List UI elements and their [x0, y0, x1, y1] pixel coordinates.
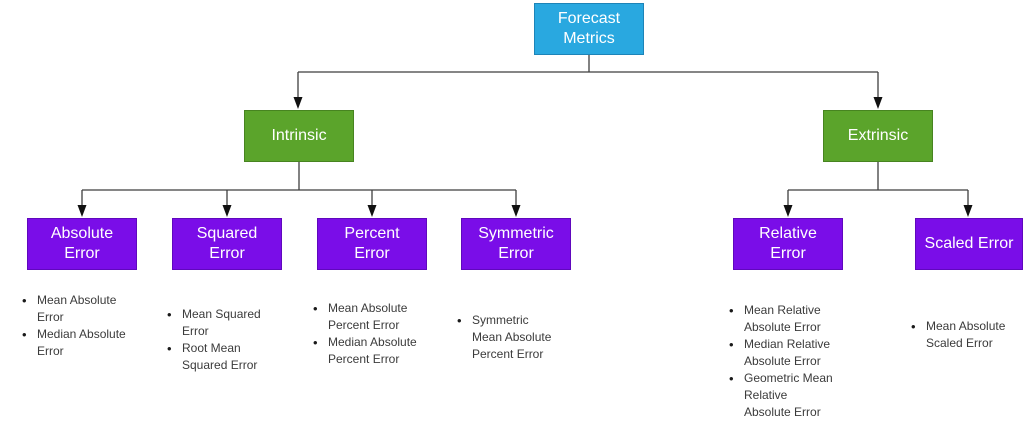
list-scaled-error: Mean Absolute Scaled Error: [911, 318, 1016, 352]
node-label: Intrinsic: [271, 127, 327, 144]
list-symmetric-error: Symmetric Mean Absolute Percent Error: [457, 312, 562, 363]
node-label: Forecast Metrics: [557, 10, 621, 47]
list-item: Mean Absolute Scaled Error: [911, 318, 1016, 352]
list-item: Mean Absolute Percent Error: [313, 300, 418, 334]
list-item: Median Absolute Error: [22, 326, 127, 360]
node-label: Percent Error: [344, 225, 400, 262]
node-relative-error: Relative Error: [733, 218, 843, 270]
node-absolute-error: Absolute Error: [27, 218, 137, 270]
node-label: Extrinsic: [847, 127, 909, 144]
list-absolute-error: Mean Absolute ErrorMedian Absolute Error: [22, 292, 127, 360]
list-item: Geometric Mean Relative Absolute Error: [729, 370, 834, 421]
node-extrinsic: Extrinsic: [823, 110, 933, 162]
list-item: Mean Absolute Error: [22, 292, 127, 326]
node-squared-error: Squared Error: [172, 218, 282, 270]
node-symmetric-error: Symmetric Error: [461, 218, 571, 270]
list-item: Mean Squared Error: [167, 306, 272, 340]
node-label: Absolute Error: [50, 225, 114, 262]
node-label: Relative Error: [759, 225, 817, 262]
list-relative-error: Mean Relative Absolute ErrorMedian Relat…: [729, 302, 834, 421]
list-item: Median Relative Absolute Error: [729, 336, 834, 370]
list-item: Symmetric Mean Absolute Percent Error: [457, 312, 562, 363]
list-item: Median Absolute Percent Error: [313, 334, 418, 368]
node-forecast-metrics: Forecast Metrics: [534, 3, 644, 55]
list-squared-error: Mean Squared ErrorRoot Mean Squared Erro…: [167, 306, 272, 374]
node-label: Scaled Error: [924, 235, 1014, 252]
node-label: Symmetric Error: [478, 225, 554, 262]
node-percent-error: Percent Error: [317, 218, 427, 270]
list-percent-error: Mean Absolute Percent ErrorMedian Absolu…: [313, 300, 418, 368]
node-scaled-error: Scaled Error: [915, 218, 1023, 270]
list-item: Root Mean Squared Error: [167, 340, 272, 374]
node-intrinsic: Intrinsic: [244, 110, 354, 162]
node-label: Squared Error: [196, 225, 258, 262]
list-item: Mean Relative Absolute Error: [729, 302, 834, 336]
